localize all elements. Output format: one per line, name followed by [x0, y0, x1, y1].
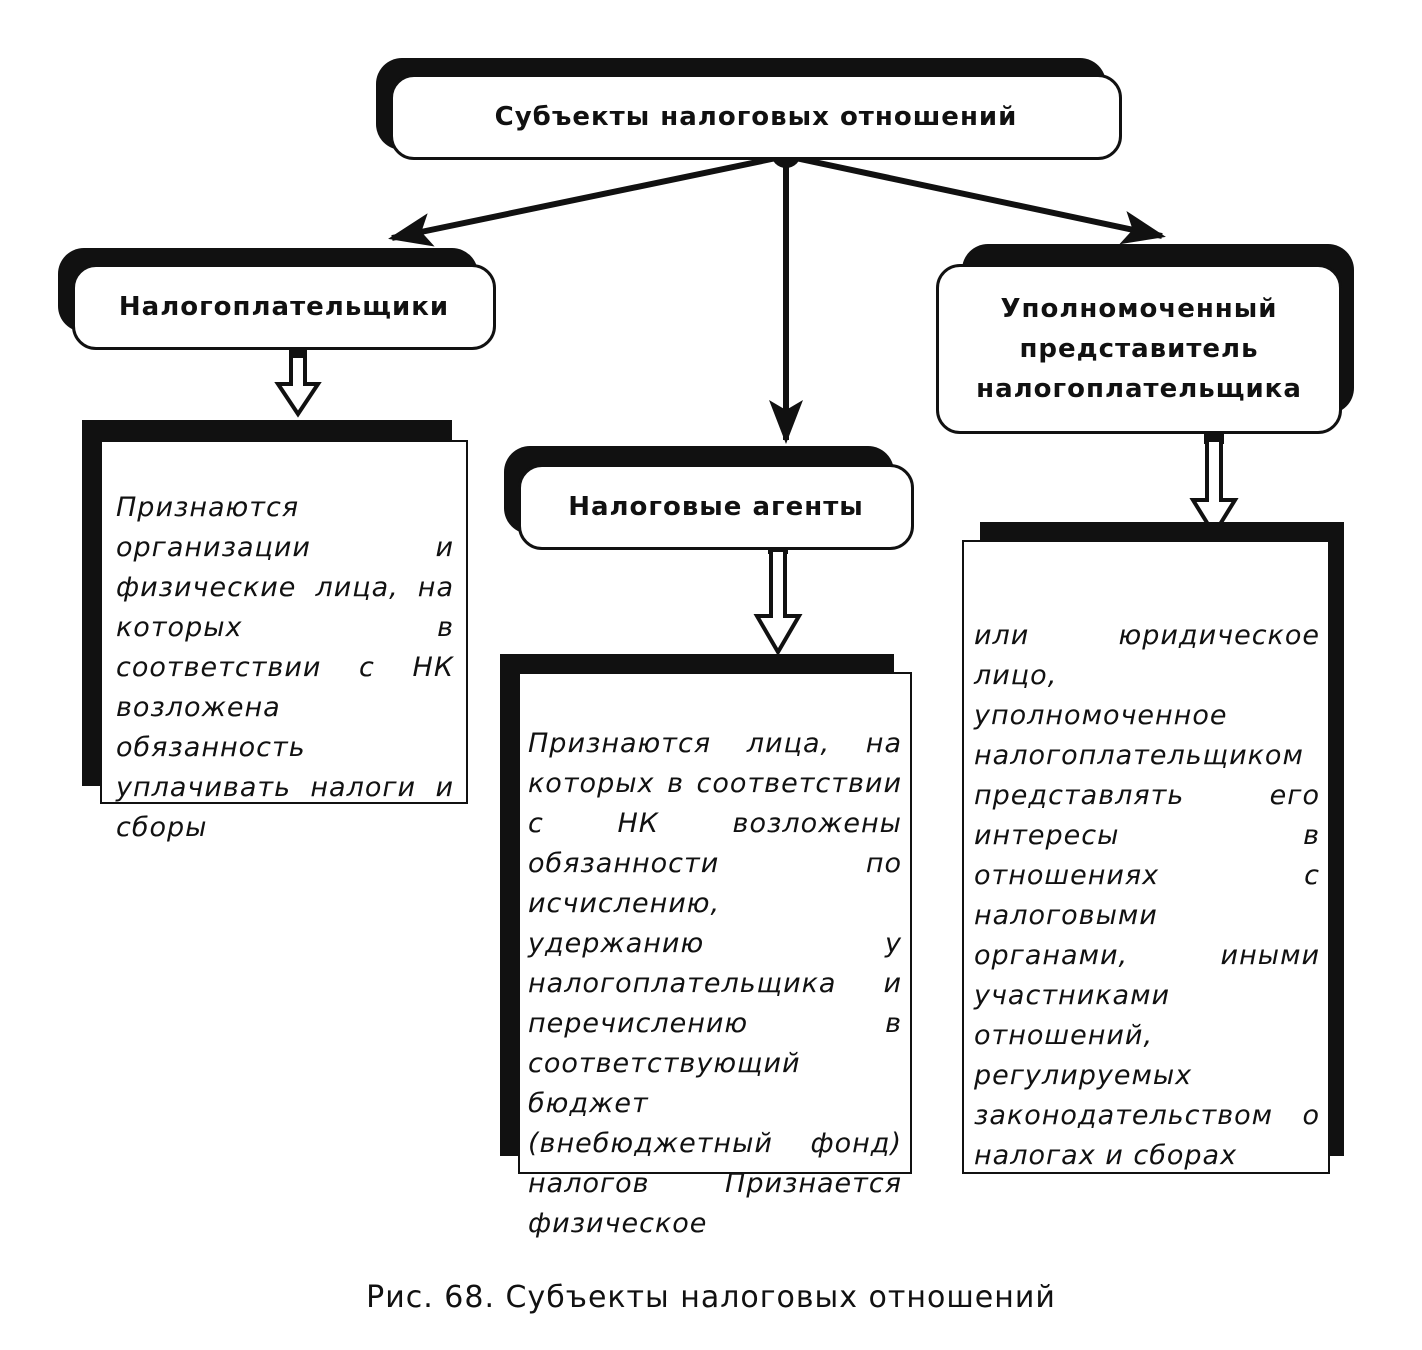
figure-caption: Рис. 68. Субъекты налоговых отношений	[366, 1280, 1056, 1315]
root-node: Субъекты налоговых отношений	[390, 74, 1122, 160]
authorized-representative-description-panel: или юридическое лицо, уполномоченное нал…	[962, 540, 1330, 1174]
tax-agents-node-label: Налоговые агенты	[568, 492, 864, 522]
authorized-representative-label-line: налогоплательщика	[976, 374, 1302, 404]
edge-root-taxpayers	[388, 153, 787, 247]
tax-agents-description-text: Признаются лица, на которых в соответств…	[528, 728, 902, 1239]
taxpayers-node-label: Налогоплательщики	[118, 292, 450, 322]
hollow-arrow-taxpayers	[274, 344, 322, 418]
tax-agents-node: Налоговые агенты	[518, 464, 914, 550]
taxpayers-description-panel: Признаются организации и физические лица…	[100, 440, 468, 843]
authorized-representative-node-label: Уполномоченный представитель налогоплате…	[976, 289, 1302, 409]
taxpayers-description-text: Признаются организации и физические лица…	[116, 492, 454, 843]
authorized-representative-label-line: представитель	[1019, 334, 1259, 364]
root-node-label: Субъекты налоговых отношений	[494, 102, 1018, 132]
hollow-arrow-tax-agents	[753, 538, 803, 656]
taxpayers-node: Налогоплательщики	[72, 264, 496, 350]
hollow-arrow-authorized-representative	[1189, 424, 1239, 538]
tax-agents-description-panel: Признаются лица, на которых в соответств…	[518, 672, 912, 1239]
edge-root-authorized-representative	[785, 153, 1166, 245]
authorized-representative-node: Уполномоченный представитель налогоплате…	[936, 264, 1342, 434]
authorized-representative-description-text: или юридическое лицо, уполномоченное нал…	[974, 620, 1320, 1171]
authorized-representative-label-line: Уполномоченный	[1000, 294, 1278, 324]
